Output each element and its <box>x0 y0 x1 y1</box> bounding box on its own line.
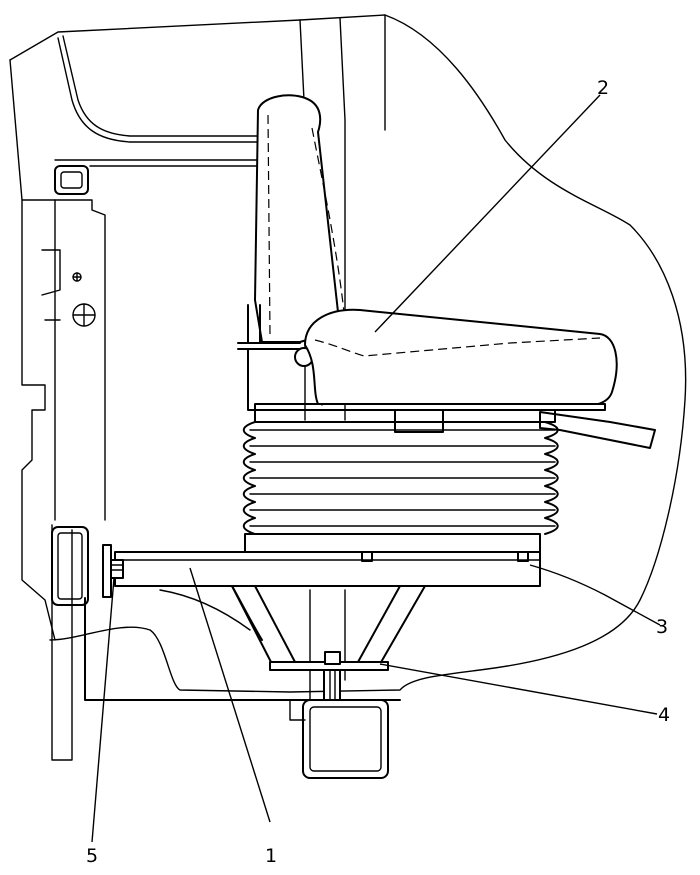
seat-cushion <box>304 308 618 405</box>
frame-bolt-a <box>361 551 373 562</box>
callout-4: 4 <box>658 704 670 726</box>
adjust-lever <box>539 411 656 449</box>
seat-backrest <box>254 94 341 343</box>
left-wall <box>9 59 56 641</box>
floor-line <box>84 597 401 701</box>
leader-2 <box>374 94 601 333</box>
frame-bolt-b <box>517 551 529 562</box>
callout-1: 1 <box>265 845 277 867</box>
side-mount-plate <box>102 544 112 598</box>
left-rail-box <box>51 526 89 606</box>
left-rail <box>51 524 73 761</box>
leader-4 <box>379 663 658 715</box>
backrest-bracket <box>237 304 301 350</box>
callout-3: 3 <box>656 616 668 638</box>
upper-bracket <box>54 165 89 195</box>
center-post <box>323 669 341 701</box>
leader-1 <box>189 567 271 823</box>
window-curve <box>57 37 259 143</box>
mounting-frame <box>114 551 541 587</box>
suspension-bellows <box>242 409 559 553</box>
support-legs <box>231 585 426 665</box>
callout-5: 5 <box>86 845 98 867</box>
leader-5 <box>91 577 115 843</box>
cab-outline <box>9 14 687 693</box>
side-mount-bolt <box>110 559 124 579</box>
base-bolt-head <box>324 651 341 665</box>
seat-base-plate <box>254 403 606 411</box>
lower-cross-member <box>302 699 389 779</box>
callout-2: 2 <box>597 77 609 99</box>
leader-3 <box>529 564 661 626</box>
